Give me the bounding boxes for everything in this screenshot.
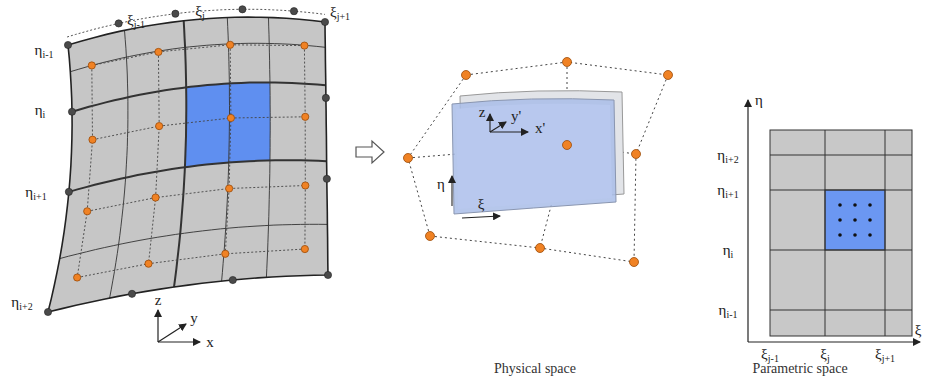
shell-element [452,91,624,214]
control-point [227,41,234,48]
axis-label: z [155,292,162,309]
axis-label: z [479,104,486,121]
control-point [302,182,309,189]
parametric-grid [770,130,912,336]
knot-label: ξj+1 [875,346,895,363]
boundary-point [128,290,135,297]
control-point [145,260,152,267]
nurbs-surface [44,6,331,316]
control-polygon [149,52,160,264]
element-patch [185,82,270,167]
axis-label: y [190,310,198,327]
control-point [152,194,159,201]
control-point [89,136,96,143]
knot-line [222,18,230,282]
boundary-point [324,271,331,278]
knot-label: ηi [35,102,46,119]
axis-label: ξ [478,196,485,213]
boundary-point [64,41,71,48]
surface-border [48,17,328,312]
knot-label: ξj+1 [330,4,350,21]
boundary-point [229,276,236,283]
knot-line [70,43,325,71]
knot-label: ηi+2 [717,147,738,164]
knot-label: ξj [820,346,829,363]
axis-label: x [206,334,214,351]
boundary-point [290,8,297,15]
control-point [74,274,81,281]
knot-label: ηi-1 [719,302,738,319]
control-polygon [304,46,306,249]
global-axes [158,310,200,342]
knot-label: ξj-1 [127,12,145,29]
boundary-point [115,20,122,27]
knot-line [60,224,328,258]
knot-label: ξj [195,3,204,20]
axis-label: ξ [915,322,922,339]
control-point [227,114,234,121]
boundary-point [321,18,328,25]
control-point [155,48,162,55]
control-points [404,58,673,267]
control-point [222,250,229,257]
axis-label: η [437,176,445,193]
boundary-point [44,308,51,315]
knot-line [174,21,186,287]
space-caption: Parametric space [752,361,847,376]
boundary-point [322,94,329,101]
boundary-point [323,175,330,182]
control-polygon [77,249,305,278]
knot-line [69,160,327,192]
knot-label: ηi+2 [11,294,32,311]
boundary-point [68,108,75,115]
control-point [302,113,309,120]
surface-fill [48,17,328,312]
axis-label: y' [511,108,521,125]
boundary-point [239,6,246,13]
knot-label: ηi+1 [25,184,46,201]
control-point [84,208,91,215]
local-axes [452,114,528,218]
control-polygon [225,45,231,254]
axis-label: x' [535,120,545,137]
knot-label: ηi+1 [717,182,738,199]
transition-arrow [356,141,384,163]
control-polygon [93,117,306,140]
control-point [301,245,308,252]
control-point [226,185,233,192]
control-net [408,62,668,262]
control-polygon [77,66,92,278]
knot-label: ηi-1 [35,42,54,59]
control-point [156,122,163,129]
space-caption: Physical space [494,361,576,376]
knot-line [72,82,326,111]
parametric-axes [748,100,920,342]
axis-label: η [755,92,763,109]
control-polygon [92,45,305,66]
knot-line [266,18,270,278]
control-polygon [87,186,305,212]
knot-label: ηi [723,242,734,259]
knot-label: ξj-1 [761,346,779,363]
knot-line [110,30,128,298]
boundary-point [65,188,72,195]
boundary-point [172,10,179,17]
control-point [301,42,308,49]
control-point [88,62,95,69]
